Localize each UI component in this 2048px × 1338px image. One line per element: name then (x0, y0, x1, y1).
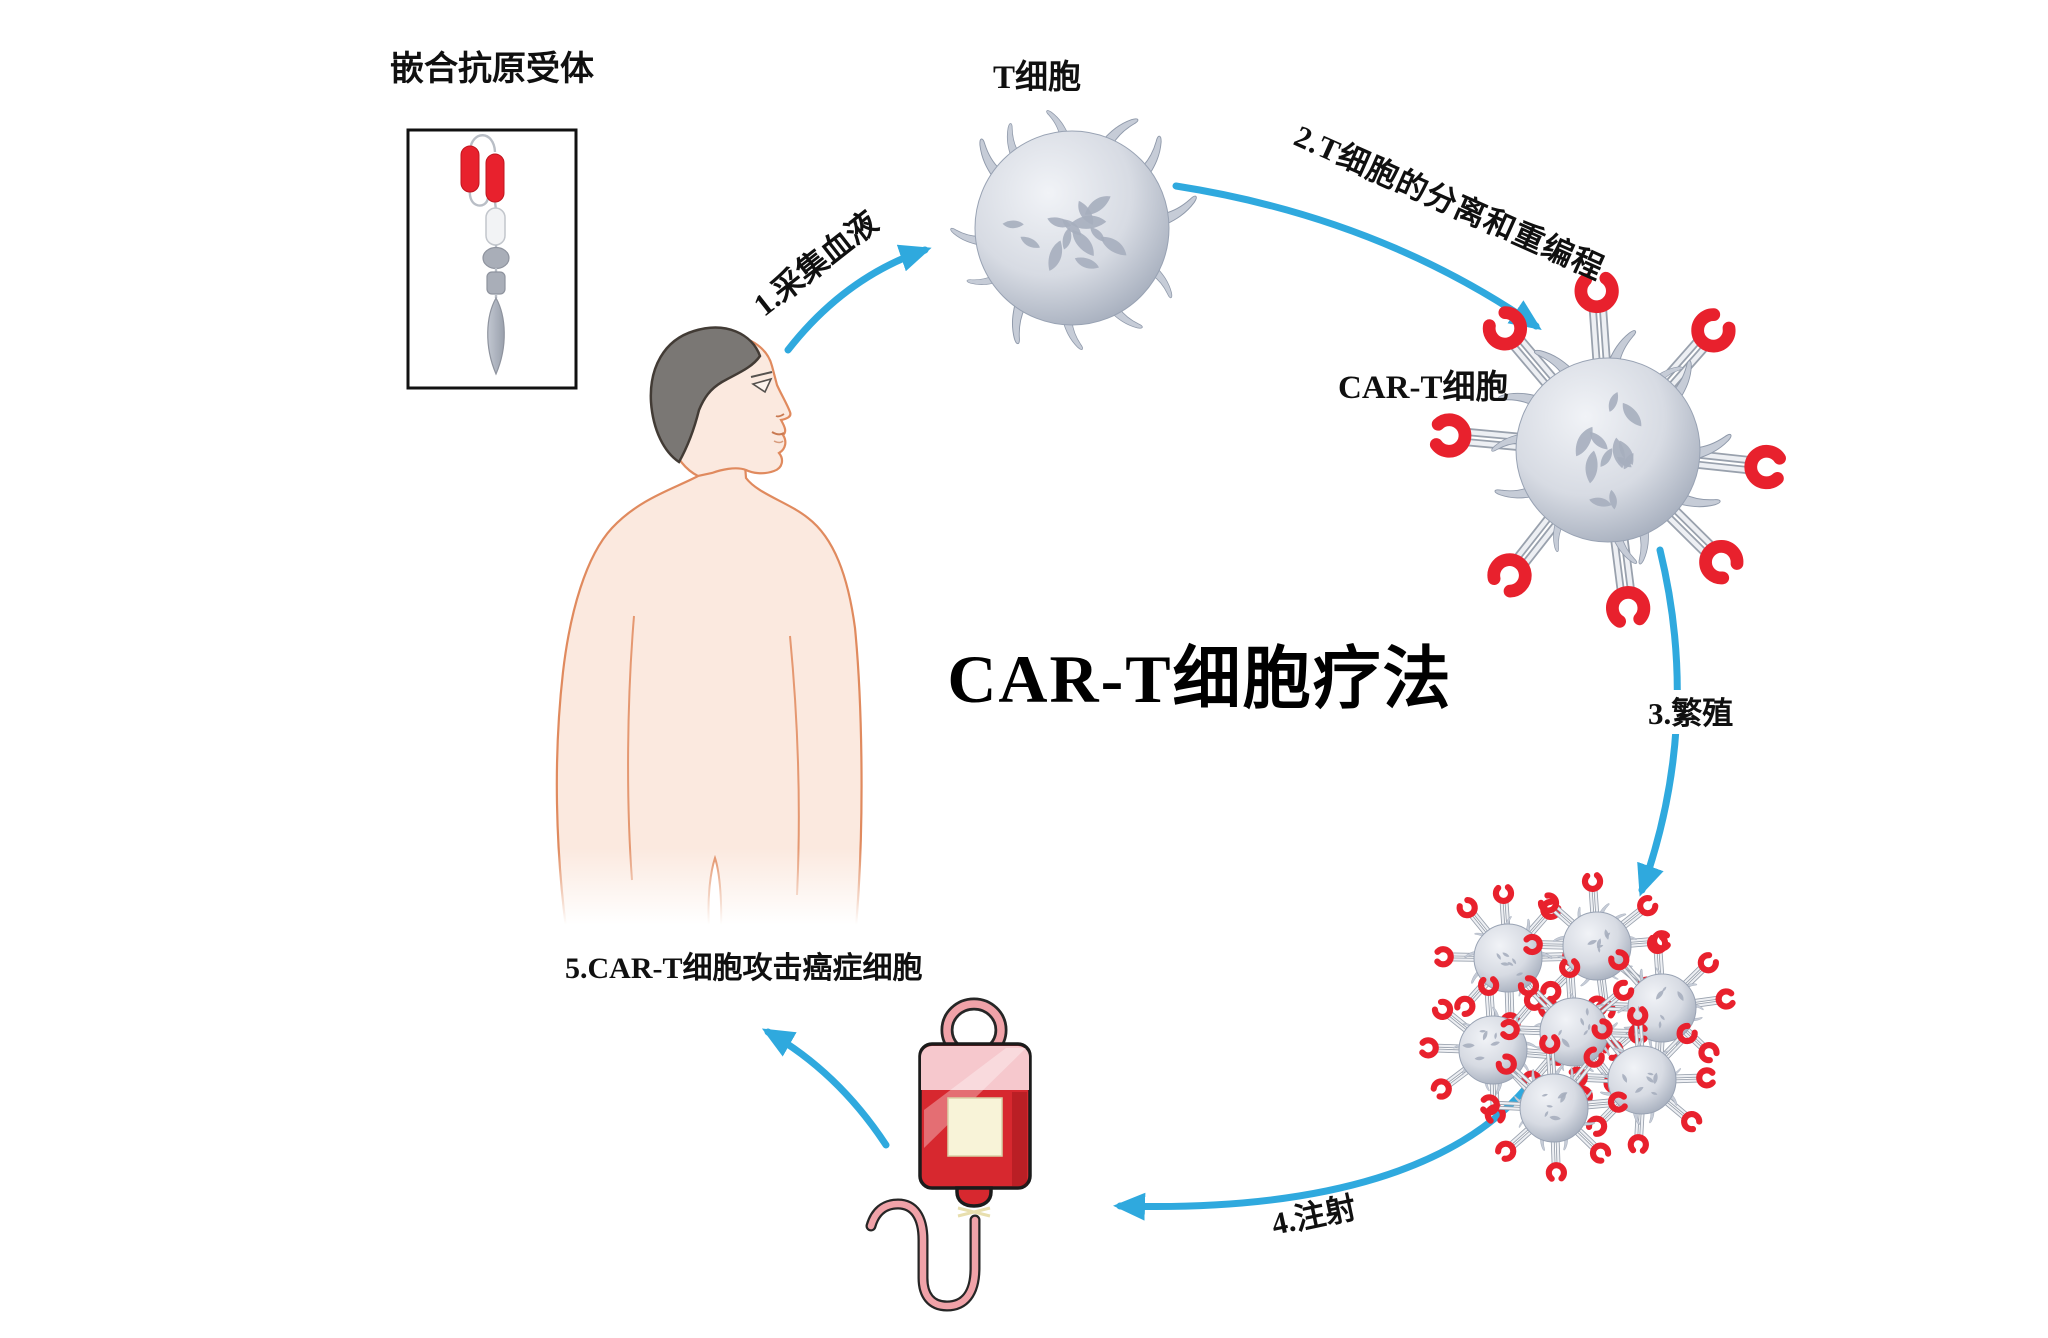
patient-hair (649, 326, 762, 464)
car-receptor-diagram (406, 128, 578, 390)
receptor-transmembrane (482, 246, 510, 270)
t-cell-label: T细胞 (993, 58, 1081, 96)
arrow-step2-reprogram (1172, 182, 1542, 330)
receptor-scfv-left (460, 145, 480, 193)
receptor-costim-domain (486, 271, 506, 295)
step3-label: 3.繁殖 (1648, 696, 1733, 731)
iv-blood-bag (865, 997, 1032, 1312)
receptor-label: 嵌合抗原受体 (390, 49, 594, 88)
cart-cell-illustration (1436, 278, 1780, 622)
arrow-step5-attack (761, 1028, 890, 1149)
bag-label-sticker (947, 1097, 1003, 1157)
patient-eye (751, 377, 773, 394)
cart-cell-mini (1483, 1037, 1625, 1179)
cart-cell-label: CAR-T细胞 (1338, 368, 1509, 406)
receptor-scfv-right (485, 153, 505, 203)
cart-cell-cluster (1422, 875, 1733, 1179)
bag-nozzle (955, 1186, 993, 1208)
arrow-step4-inject (1113, 1084, 1530, 1221)
receptor-hinge (485, 207, 506, 246)
bag-clamp (957, 1206, 991, 1218)
step5-label: 5.CAR-T细胞攻击癌症细胞 (565, 951, 923, 985)
step2-label: 2.T细胞的分离和重编程 (1289, 118, 1609, 286)
step1-label: 1.采集血液 (747, 205, 885, 323)
arrow-step1-collect-blood (784, 244, 932, 354)
patient-illustration (545, 326, 875, 938)
diagram-title: CAR-T细胞疗法 (947, 641, 1452, 717)
bag-plasma-layer (921, 1046, 1029, 1090)
t-cell-illustration (950, 108, 1199, 350)
receptor-signaling-domain (487, 296, 505, 376)
